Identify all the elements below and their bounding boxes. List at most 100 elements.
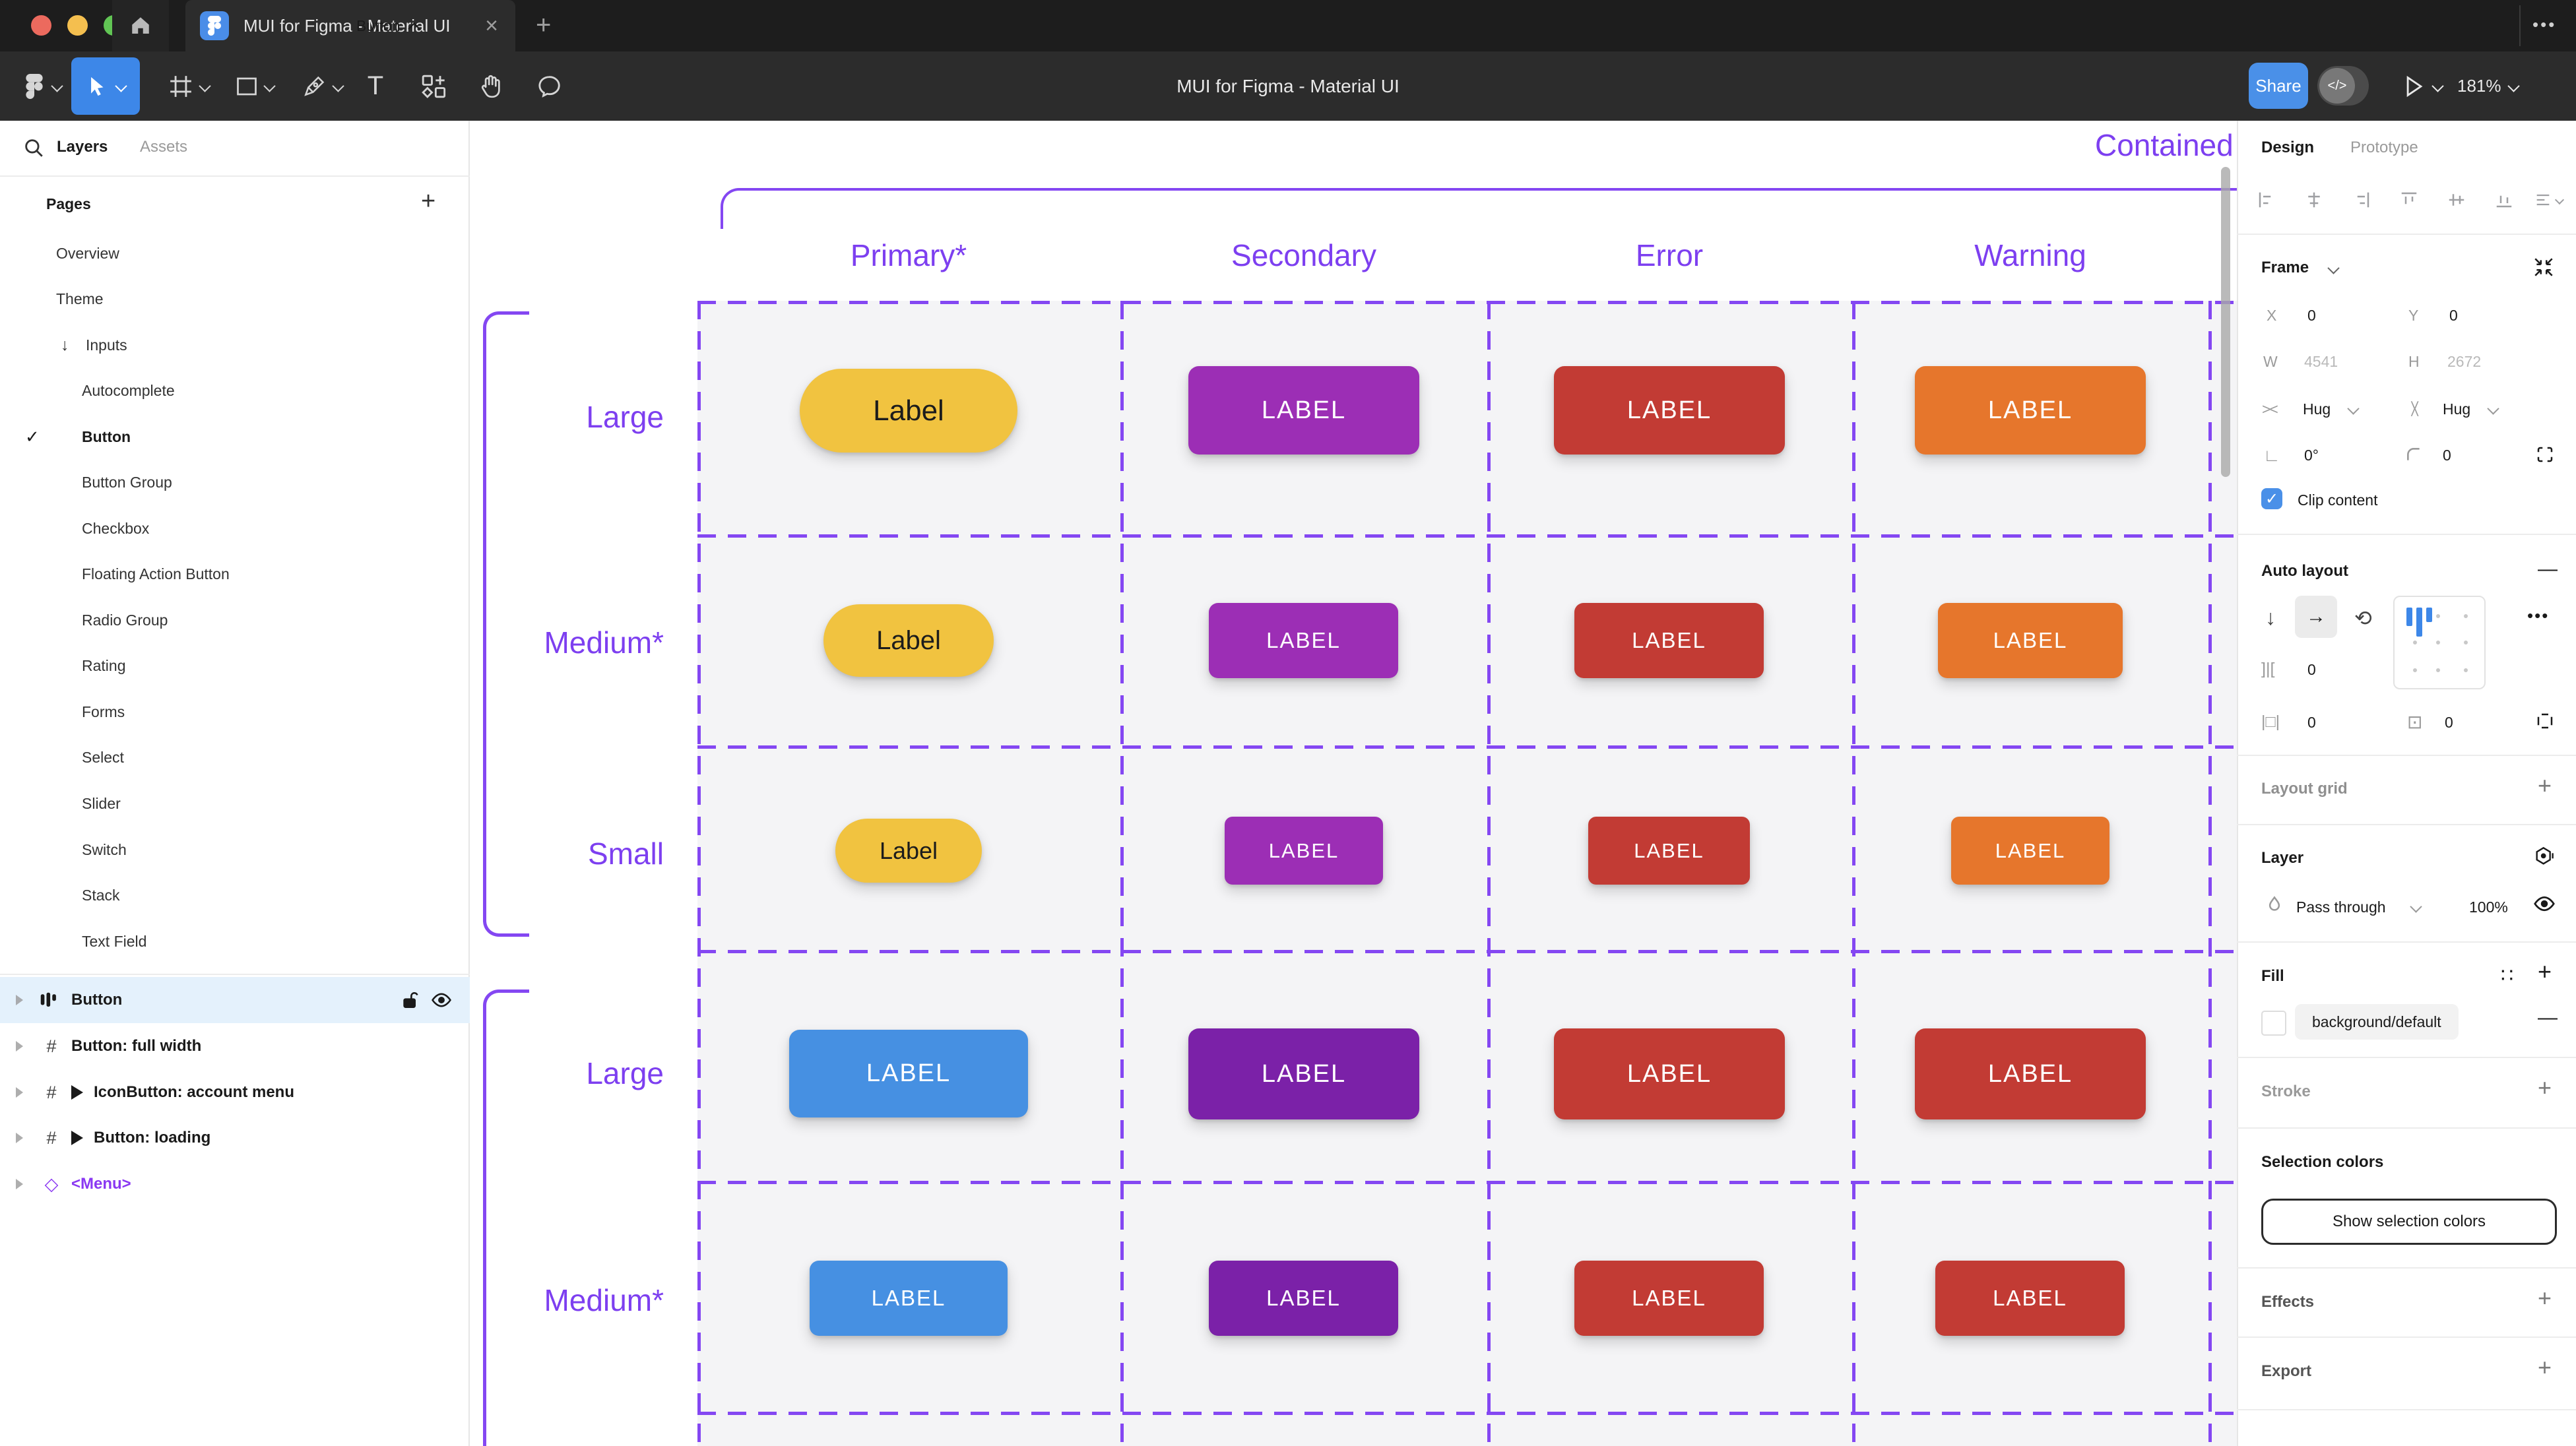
- button-large2-secondary[interactable]: LABEL: [1188, 1028, 1419, 1119]
- add-export-button[interactable]: +: [2538, 1354, 2552, 1381]
- window-more-menu[interactable]: •••: [2532, 15, 2557, 34]
- present-play-icon[interactable]: [2404, 75, 2424, 98]
- page-item-forms[interactable]: Forms: [82, 703, 125, 720]
- file-tab[interactable]: MUI for Figma - Material UI ×: [185, 0, 515, 51]
- button-small-error[interactable]: LABEL: [1588, 817, 1750, 885]
- move-tool-button[interactable]: [71, 57, 140, 115]
- blend-mode-icon[interactable]: [2534, 846, 2555, 867]
- layer-row-iconbutton-account-menu[interactable]: # IconButton: account menu: [0, 1069, 470, 1116]
- page-item-button[interactable]: ✓ Button: [25, 426, 131, 447]
- button-medium-primary[interactable]: Label: [823, 604, 994, 677]
- button-medium2-error[interactable]: LABEL: [1574, 1261, 1764, 1336]
- tab-prototype[interactable]: Prototype: [2350, 139, 2418, 156]
- x-field-value[interactable]: 0: [2307, 307, 2316, 324]
- button-small-primary[interactable]: Label: [835, 819, 982, 883]
- remove-auto-layout-button[interactable]: —: [2538, 558, 2558, 580]
- window-close-button[interactable]: [31, 15, 51, 36]
- button-large-primary[interactable]: Label: [800, 369, 1017, 453]
- button-small-secondary[interactable]: LABEL: [1225, 817, 1383, 885]
- layer-row-button-full-width[interactable]: # Button: full width: [0, 1023, 470, 1069]
- fill-style-token[interactable]: background/default: [2295, 1004, 2459, 1040]
- tab-design[interactable]: Design: [2261, 139, 2315, 156]
- rotation-value[interactable]: 0°: [2304, 447, 2319, 464]
- button-medium2-secondary[interactable]: LABEL: [1209, 1261, 1398, 1336]
- expand-chevron-icon[interactable]: [16, 1041, 23, 1052]
- button-small-warning[interactable]: LABEL: [1951, 817, 2109, 885]
- share-button[interactable]: Share: [2249, 63, 2308, 109]
- page-item-inputs[interactable]: ↓ Inputs: [61, 335, 127, 354]
- button-large-warning[interactable]: LABEL: [1915, 366, 2146, 455]
- alignment-grid[interactable]: [2393, 596, 2486, 689]
- button-medium2-primary[interactable]: LABEL: [810, 1261, 1008, 1336]
- canvas[interactable]: Contained Primary* Secondary Error Warni…: [470, 121, 2237, 1446]
- button-medium2-warning[interactable]: LABEL: [1935, 1261, 2125, 1336]
- page-item-autocomplete[interactable]: Autocomplete: [82, 381, 175, 399]
- hug-horizontal-value[interactable]: Hug: [2303, 400, 2331, 418]
- button-medium-error[interactable]: LABEL: [1574, 603, 1764, 678]
- layer-eye-icon[interactable]: [2532, 892, 2556, 916]
- shape-tool-button[interactable]: [230, 51, 264, 121]
- opacity-value[interactable]: 100%: [2469, 898, 2508, 916]
- button-large2-warning[interactable]: LABEL: [1915, 1028, 2146, 1119]
- pen-tool-button[interactable]: [296, 51, 333, 121]
- add-stroke-button[interactable]: +: [2538, 1074, 2552, 1101]
- page-item-theme[interactable]: Theme: [56, 290, 104, 307]
- align-top-icon[interactable]: [2399, 121, 2419, 279]
- button-medium-secondary[interactable]: LABEL: [1209, 603, 1398, 678]
- button-large-error[interactable]: LABEL: [1554, 366, 1785, 455]
- wrap-button[interactable]: ⟲: [2354, 606, 2372, 630]
- y-field-value[interactable]: 0: [2449, 307, 2458, 324]
- search-icon[interactable]: [22, 137, 45, 159]
- canvas-scrollbar[interactable]: [2221, 167, 2230, 477]
- layer-row-menu-component[interactable]: ◇ <Menu>: [0, 1161, 470, 1207]
- new-tab-button[interactable]: +: [536, 11, 552, 40]
- add-fill-button[interactable]: +: [2538, 958, 2552, 985]
- page-jump-selector[interactable]: Button: [356, 17, 420, 35]
- horizontal-padding-value[interactable]: 0: [2307, 714, 2316, 731]
- align-v-center-icon[interactable]: [2447, 121, 2466, 279]
- page-item-slider[interactable]: Slider: [82, 794, 121, 812]
- visible-eye-icon[interactable]: [430, 989, 453, 1011]
- h-field-value[interactable]: 2672: [2447, 353, 2482, 370]
- page-item-fab[interactable]: Floating Action Button: [82, 565, 230, 582]
- page-item-checkbox[interactable]: Checkbox: [82, 519, 150, 537]
- pen-tool-chevron-icon[interactable]: [331, 51, 344, 121]
- hug-vertical-value[interactable]: Hug: [2443, 400, 2471, 418]
- section-title[interactable]: Contained: [2095, 128, 2234, 162]
- dev-mode-toggle[interactable]: </>: [2317, 66, 2369, 106]
- add-page-button[interactable]: +: [421, 187, 436, 215]
- blend-mode-value[interactable]: Pass through: [2296, 898, 2386, 916]
- expanded-arrow-icon[interactable]: ↓: [61, 335, 69, 354]
- frame-tool-chevron-icon[interactable]: [198, 51, 211, 121]
- zoom-menu[interactable]: 181%: [2457, 51, 2520, 121]
- align-bottom-icon[interactable]: [2494, 121, 2514, 279]
- page-item-overview[interactable]: Overview: [56, 244, 119, 262]
- tab-layers[interactable]: Layers: [57, 138, 108, 156]
- button-large2-error[interactable]: LABEL: [1554, 1028, 1785, 1119]
- vertical-padding-value[interactable]: 0: [2445, 714, 2453, 731]
- tab-assets[interactable]: Assets: [140, 138, 188, 156]
- unlocked-icon[interactable]: [400, 990, 421, 1011]
- layer-row-button-loading[interactable]: # Button: loading: [0, 1115, 470, 1161]
- window-minimize-button[interactable]: [67, 15, 88, 36]
- expand-chevron-icon[interactable]: [16, 1179, 23, 1189]
- distribute-menu-icon[interactable]: [2534, 121, 2565, 279]
- button-large2-primary[interactable]: LABEL: [789, 1030, 1028, 1117]
- individual-padding-icon[interactable]: [2535, 711, 2555, 731]
- corner-radius-value[interactable]: 0: [2443, 447, 2451, 464]
- add-effect-button[interactable]: +: [2538, 1284, 2552, 1311]
- page-item-stack[interactable]: Stack: [82, 886, 120, 904]
- fill-styles-icon[interactable]: ∷: [2501, 965, 2514, 987]
- auto-layout-more-button[interactable]: •••: [2527, 606, 2550, 625]
- figma-menu-chevron-icon[interactable]: [50, 51, 63, 121]
- expand-chevron-icon[interactable]: [16, 1133, 23, 1143]
- independent-corners-icon[interactable]: [2535, 445, 2555, 464]
- fill-color-swatch[interactable]: [2261, 1011, 2286, 1036]
- layer-row-button[interactable]: Button: [0, 977, 470, 1023]
- collapse-panel-icon[interactable]: [2532, 256, 2555, 278]
- page-item-radio-group[interactable]: Radio Group: [82, 611, 168, 629]
- clip-content-checkbox[interactable]: ✓: [2261, 488, 2282, 509]
- button-medium-warning[interactable]: LABEL: [1938, 603, 2123, 678]
- shape-tool-chevron-icon[interactable]: [263, 51, 276, 121]
- present-chevron-icon[interactable]: [2431, 80, 2444, 92]
